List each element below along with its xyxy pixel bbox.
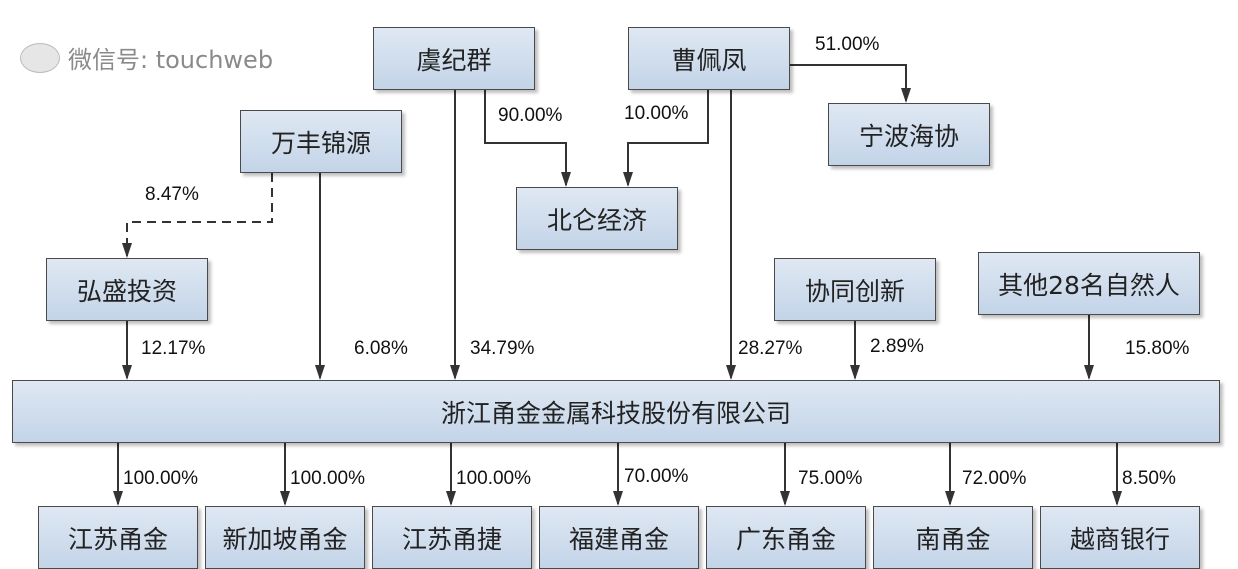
label-sub: 8.50% xyxy=(1122,468,1176,489)
watermark-text: 微信号: touchweb xyxy=(68,46,274,74)
label-wanfeng-hongsheng: 8.47% xyxy=(145,184,199,205)
watermark: 微信号: touchweb xyxy=(20,40,273,75)
arrowheads xyxy=(113,88,1122,506)
arrowhead xyxy=(1112,491,1122,506)
node-subsidiary: 新加坡甬金 xyxy=(205,506,365,569)
node-wanfeng-jinyuan: 万丰锦源 xyxy=(240,110,402,173)
node-subsidiary: 江苏甬金 xyxy=(38,506,198,569)
label-yu-beilun: 90.00% xyxy=(498,105,563,126)
edge-wanfeng-hongsheng xyxy=(126,173,273,256)
arrowhead xyxy=(122,243,132,258)
node-xietong-chuangxin: 协同创新 xyxy=(774,258,936,321)
arrowhead xyxy=(122,365,132,380)
arrowhead xyxy=(850,365,860,380)
label-wanfeng-company: 6.08% xyxy=(354,338,408,359)
arrowhead xyxy=(623,172,633,187)
arrowhead xyxy=(446,491,456,506)
arrowhead xyxy=(315,365,325,380)
node-subsidiary: 越商银行 xyxy=(1040,506,1200,569)
edge-cao-beilun xyxy=(627,90,709,185)
arrowhead xyxy=(280,491,290,506)
arrowhead xyxy=(1084,365,1094,380)
label-hongsheng-company: 12.17% xyxy=(141,338,206,359)
node-subsidiary: 江苏甬捷 xyxy=(372,506,532,569)
node-company: 浙江甬金金属科技股份有限公司 xyxy=(12,380,1220,443)
label-others-company: 15.80% xyxy=(1125,338,1190,359)
node-beilun-jingji: 北仑经济 xyxy=(516,187,678,250)
label-sub: 100.00% xyxy=(123,468,199,489)
arrowhead xyxy=(450,365,460,380)
node-subsidiary: 福建甬金 xyxy=(539,506,699,569)
arrowhead xyxy=(780,491,790,506)
node-cao-peifeng: 曹佩凤 xyxy=(628,27,790,90)
wechat-icon xyxy=(20,42,60,73)
arrowhead xyxy=(945,491,955,506)
label-sub: 100.00% xyxy=(456,468,532,489)
label-sub: 72.00% xyxy=(962,468,1027,489)
edge-yu-beilun xyxy=(484,90,567,185)
node-hongsheng-touzi: 弘盛投资 xyxy=(46,258,208,321)
label-sub: 75.00% xyxy=(798,468,863,489)
arrowhead xyxy=(726,365,736,380)
label-cao-company: 28.27% xyxy=(738,338,803,359)
label-cao-beilun: 10.00% xyxy=(624,103,689,124)
label-cao-ningbo: 51.00% xyxy=(815,34,880,55)
node-subsidiary: 广东甬金 xyxy=(706,506,866,569)
arrowhead xyxy=(613,491,623,506)
edge-cao-ningbo xyxy=(790,64,907,101)
node-subsidiary: 南甬金 xyxy=(873,506,1033,569)
label-yu-company: 34.79% xyxy=(470,338,535,359)
arrowhead xyxy=(901,88,911,103)
label-sub: 100.00% xyxy=(290,468,366,489)
label-xietong-company: 2.89% xyxy=(870,336,924,357)
arrowhead xyxy=(113,491,123,506)
node-yu-jiqun: 虞纪群 xyxy=(373,27,535,90)
node-ningbo-haixie: 宁波海协 xyxy=(828,103,990,166)
node-others: 其他28名自然人 xyxy=(978,252,1200,315)
arrowhead xyxy=(561,172,571,187)
label-sub: 70.00% xyxy=(624,466,689,487)
